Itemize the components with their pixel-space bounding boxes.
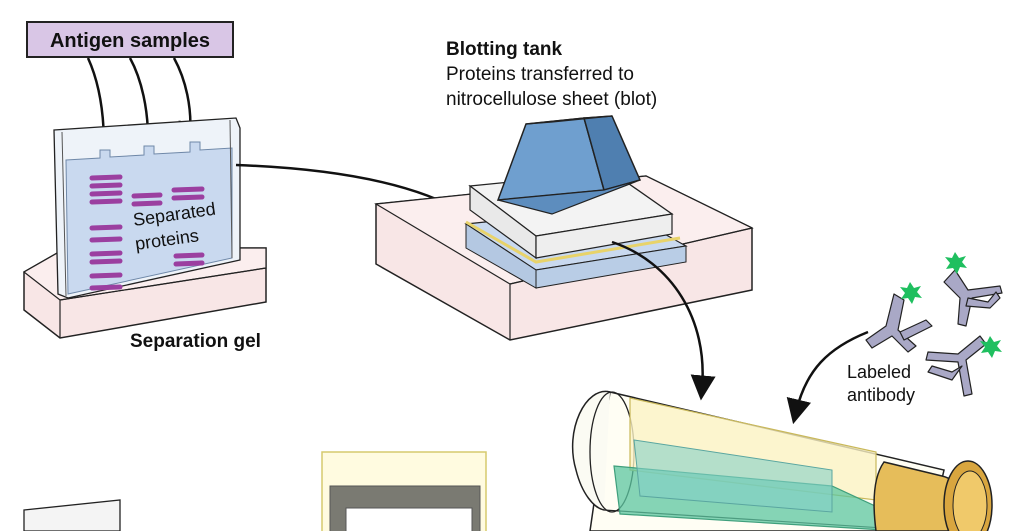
protein-bands <box>89 174 205 291</box>
antigen-samples-label: Antigen samples <box>26 21 234 58</box>
arrow-icon <box>786 330 869 425</box>
separation-gel-label: Separation gel <box>130 331 261 352</box>
labeled-antibody-line2: antibody <box>847 385 915 405</box>
fluorescent-tag-icon <box>980 336 1002 358</box>
fluorescent-tags <box>900 252 1002 358</box>
arrow-icon <box>611 240 716 401</box>
bottom-film-frame <box>321 451 487 531</box>
blotting-tank-desc-line1: Proteins transferred to <box>446 64 634 85</box>
incubation-tube <box>571 390 993 531</box>
antibody-icon <box>865 293 933 353</box>
blotting-tank-desc-line2: nitrocellulose sheet (blot) <box>446 89 657 110</box>
antibody-group <box>865 269 1003 397</box>
blotting-tank-title: Blotting tank <box>446 39 563 60</box>
labeled-antibody-line1: Labeled <box>847 362 911 382</box>
blotting-tank <box>374 115 754 341</box>
fluorescent-tag-icon <box>945 252 967 274</box>
antibody-icon <box>943 269 1003 327</box>
antibody-icon <box>925 335 987 397</box>
fluorescent-tag-icon <box>900 282 922 304</box>
bottom-left-plate <box>23 499 121 531</box>
antigen-samples-text: Antigen samples <box>50 30 210 52</box>
separation-gel: Separated proteins <box>22 117 267 339</box>
